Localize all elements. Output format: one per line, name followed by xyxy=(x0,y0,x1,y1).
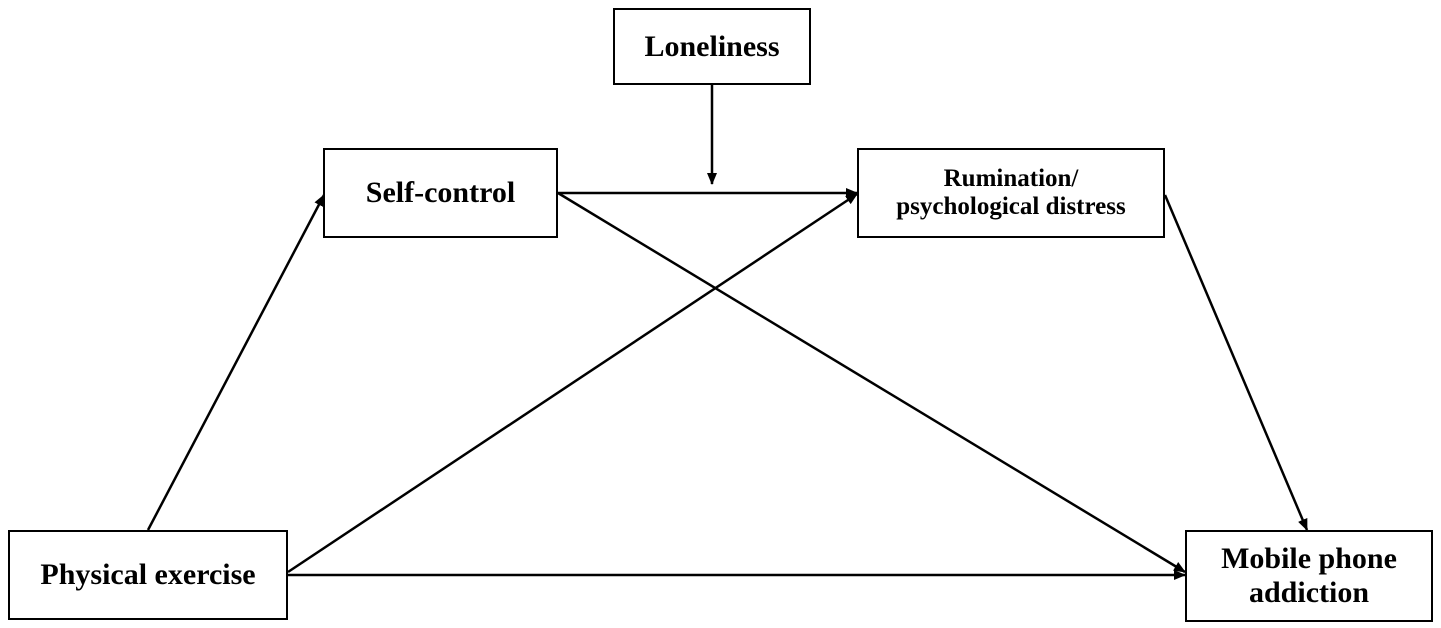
node-physical-exercise-label: Physical exercise xyxy=(40,558,256,592)
arrow-physical-to-selfcontrol xyxy=(146,194,326,531)
node-mobile-label-line2: addiction xyxy=(1248,576,1370,609)
node-self-control-label: Self-control xyxy=(365,176,516,210)
arrow-selfcontrol-to-mobile xyxy=(557,191,1186,574)
node-physical-exercise: Physical exercise xyxy=(8,530,288,620)
node-rumination: Rumination/ psychological distress xyxy=(857,148,1165,238)
node-rumination-label-line1: Rumination/ xyxy=(943,165,1079,192)
arrow-rumination-to-mobile xyxy=(1163,194,1309,531)
arrow-physical-to-rumination xyxy=(287,192,858,574)
node-loneliness: Loneliness xyxy=(613,8,811,85)
node-mobile-phone-addiction: Mobile phone addiction xyxy=(1185,530,1433,622)
node-rumination-label-line2: psychological distress xyxy=(896,193,1126,220)
node-mobile-label-line1: Mobile phone xyxy=(1221,542,1397,576)
node-self-control: Self-control xyxy=(323,148,558,238)
node-loneliness-label: Loneliness xyxy=(644,29,780,63)
